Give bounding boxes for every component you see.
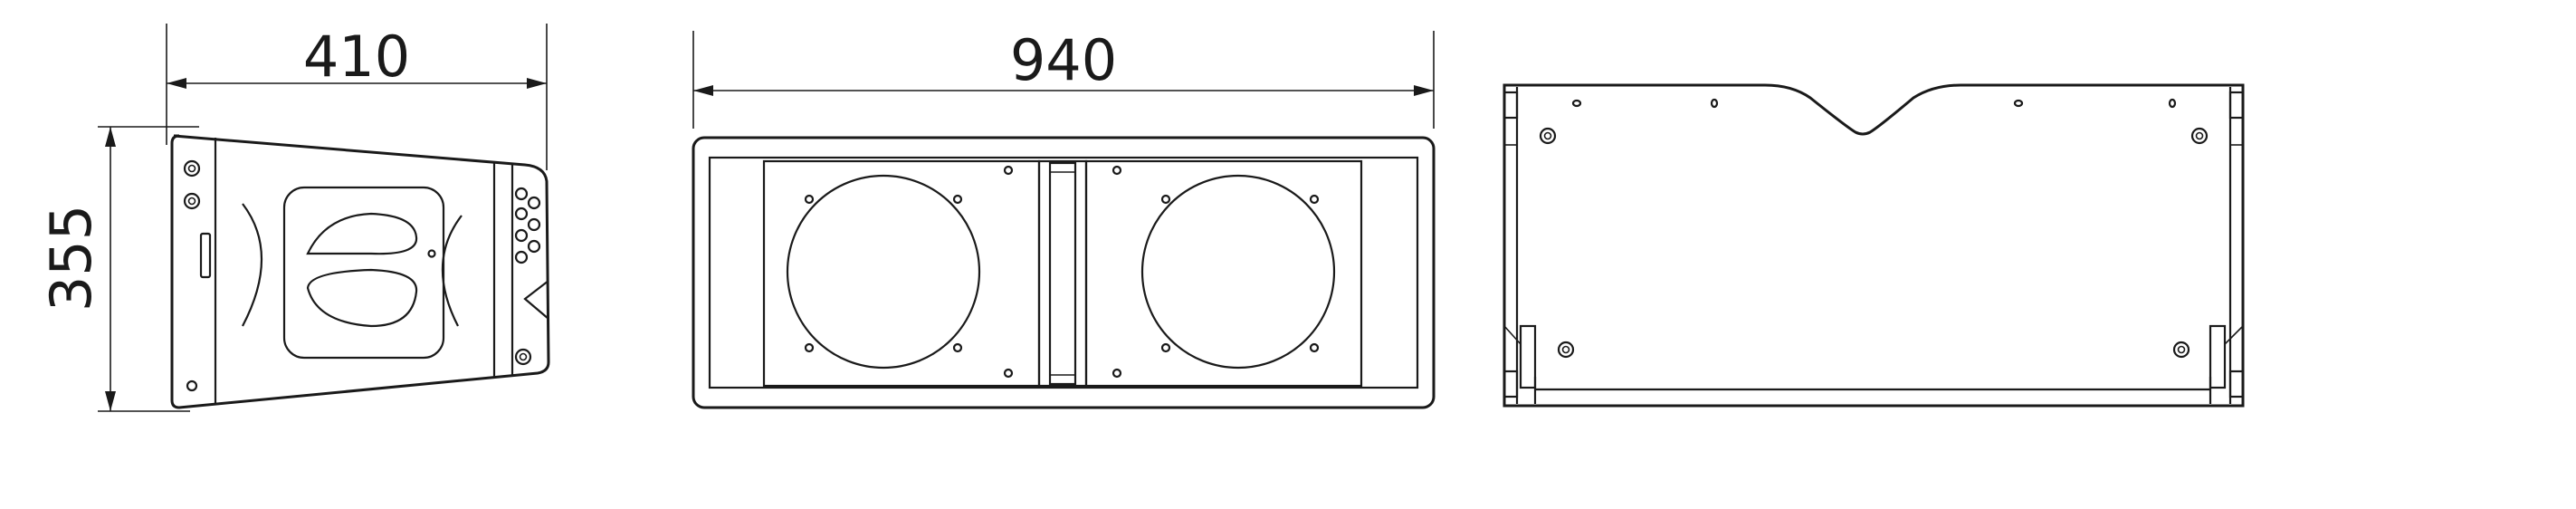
front-view: 940 (692, 27, 1436, 409)
height-dimension: 355 (38, 126, 199, 412)
height-label: 355 (38, 205, 104, 312)
left-driver-panel (762, 159, 1041, 388)
top-cabinet-outline (1503, 83, 2245, 408)
side-connectors (183, 159, 541, 392)
depth-dimension: 410 (166, 24, 548, 170)
front-cabinet-outline (692, 136, 1436, 409)
width-label: 940 (1010, 27, 1117, 93)
top-view (1503, 83, 2245, 408)
depth-label: 410 (303, 24, 410, 90)
left-woofer (786, 174, 981, 370)
right-driver-panel (1084, 159, 1363, 388)
side-handle-recess (282, 186, 445, 360)
right-woofer (1140, 174, 1336, 370)
top-holes (1539, 98, 2209, 359)
side-cabinet-outline (170, 134, 550, 409)
center-horn (1037, 159, 1088, 388)
top-corner-brackets (1503, 91, 2245, 399)
front-screw-holes (804, 165, 1320, 379)
width-dimension: 940 (692, 27, 1435, 129)
side-view: 410 355 (38, 24, 550, 412)
